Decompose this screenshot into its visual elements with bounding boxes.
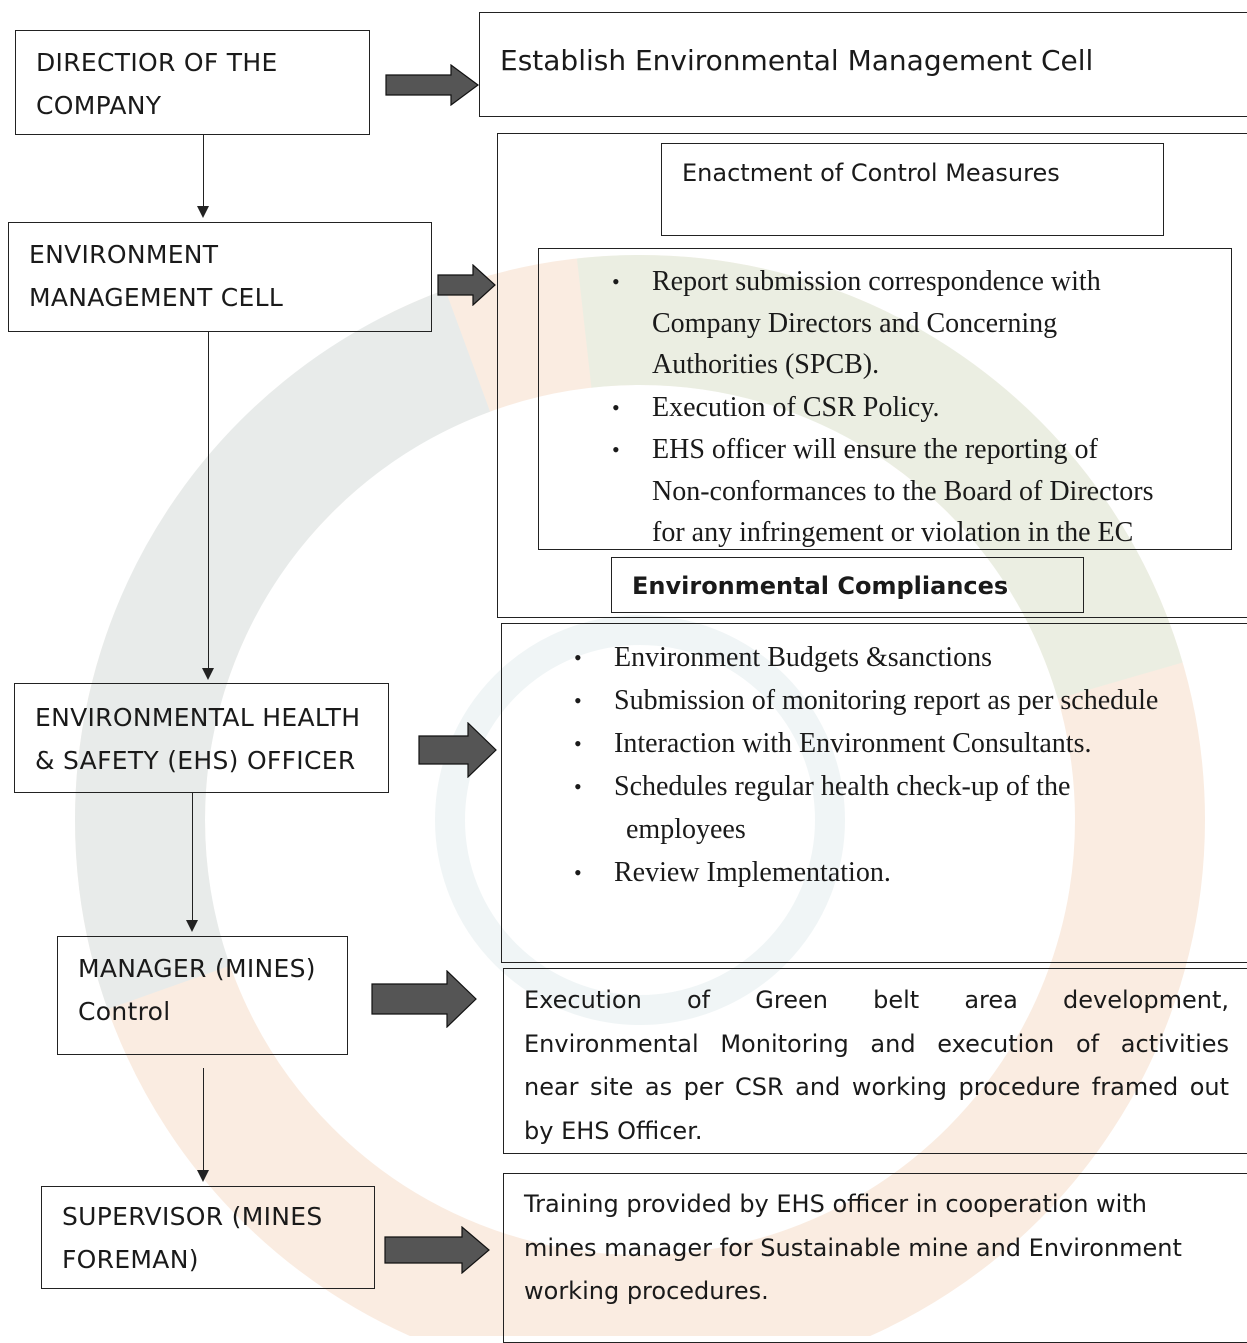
right-arrow-icon bbox=[437, 264, 496, 306]
manager-label-line2: Control bbox=[78, 997, 171, 1026]
supervisor-label-line2: FOREMAN) bbox=[62, 1245, 199, 1274]
supervisor-duties-line: working procedures. bbox=[524, 1277, 769, 1305]
supervisor-duties-line: mines manager for Sustainable mine and E… bbox=[524, 1233, 1182, 1262]
list-item: Report submission correspondence with Co… bbox=[612, 261, 1231, 386]
manager-duties-line: by EHS Officer. bbox=[524, 1116, 703, 1145]
arrowhead-down-icon bbox=[202, 668, 214, 680]
control-measures-panel: Enactment of Control Measures Report sub… bbox=[497, 133, 1247, 618]
manager-duties-line: Execution of Green belt area development… bbox=[524, 986, 1229, 1014]
establish-text: Establish Environmental Management Cell bbox=[500, 44, 1094, 77]
list-item: Interaction with Environment Consultants… bbox=[574, 722, 1247, 765]
supervisor-label-line1: SUPERVISOR (MINES bbox=[62, 1202, 323, 1231]
director-label-line1: DIRECTIOR OF THE bbox=[36, 48, 278, 77]
manager-duties-line: near site as per CSR and working procedu… bbox=[524, 1073, 1229, 1101]
list-item: Execution of CSR Policy. bbox=[612, 387, 1231, 429]
manager-duties-box: Execution of Green belt area development… bbox=[503, 968, 1247, 1154]
right-arrow-icon bbox=[384, 1226, 490, 1274]
compliance-title: Environmental Compliances bbox=[632, 572, 1009, 600]
emc-label-line2: MANAGEMENT CELL bbox=[29, 283, 284, 312]
list-item: Submission of monitoring report as per s… bbox=[574, 679, 1247, 722]
connector-director-emc bbox=[203, 135, 204, 207]
enactment-title-box: Enactment of Control Measures bbox=[661, 143, 1164, 236]
emc-box: ENVIRONMENT MANAGEMENT CELL bbox=[8, 222, 432, 332]
enactment-list: Report submission correspondence with Co… bbox=[539, 249, 1231, 549]
connector-manager-supervisor bbox=[203, 1068, 204, 1170]
emc-label-line1: ENVIRONMENT bbox=[29, 240, 219, 269]
establish-box: Establish Environmental Management Cell bbox=[479, 12, 1247, 117]
enactment-list-box: Report submission correspondence with Co… bbox=[538, 248, 1232, 550]
manager-label-line1: MANAGER (MINES) bbox=[78, 954, 316, 983]
list-item: Schedules regular health check-up of the… bbox=[574, 765, 1247, 851]
director-label-line2: COMPANY bbox=[36, 91, 162, 120]
arrowhead-down-icon bbox=[186, 920, 198, 932]
connector-ehs-manager bbox=[192, 793, 193, 920]
supervisor-duties-box: Training provided by EHS officer in coop… bbox=[503, 1173, 1247, 1343]
compliance-list: Environment Budgets &sanctions Submissio… bbox=[502, 624, 1247, 894]
ehs-box: ENVIRONMENTAL HEALTH & SAFETY (EHS) OFFI… bbox=[14, 683, 389, 793]
manager-duties-text: Execution of Green belt area development… bbox=[504, 969, 1247, 1153]
ehs-label-line2: & SAFETY (EHS) OFFICER bbox=[35, 746, 356, 775]
compliance-title-box: Environmental Compliances bbox=[611, 557, 1084, 613]
ehs-label-line1: ENVIRONMENTAL HEALTH bbox=[35, 703, 361, 732]
manager-duties-line: Environmental Monitoring and execution o… bbox=[524, 1029, 1229, 1058]
supervisor-duties-text: Training provided by EHS officer in coop… bbox=[504, 1174, 1247, 1314]
list-item: EHS officer will ensure the reporting of… bbox=[612, 429, 1231, 549]
director-box: DIRECTIOR OF THE COMPANY bbox=[15, 30, 370, 135]
list-item: Environment Budgets &sanctions bbox=[574, 636, 1247, 679]
right-arrow-icon bbox=[418, 722, 497, 778]
supervisor-duties-line: Training provided by EHS officer in coop… bbox=[524, 1190, 1147, 1218]
supervisor-box: SUPERVISOR (MINES FOREMAN) bbox=[41, 1186, 375, 1289]
connector-emc-ehs bbox=[208, 332, 209, 668]
enactment-title: Enactment of Control Measures bbox=[682, 159, 1060, 187]
right-arrow-icon bbox=[371, 970, 477, 1028]
list-item: Review Implementation. bbox=[574, 851, 1247, 894]
right-arrow-icon bbox=[385, 64, 480, 106]
compliance-list-box: Environment Budgets &sanctions Submissio… bbox=[501, 623, 1247, 963]
manager-box: MANAGER (MINES) Control bbox=[57, 936, 348, 1055]
arrowhead-down-icon bbox=[197, 206, 209, 218]
arrowhead-down-icon bbox=[197, 1170, 209, 1182]
